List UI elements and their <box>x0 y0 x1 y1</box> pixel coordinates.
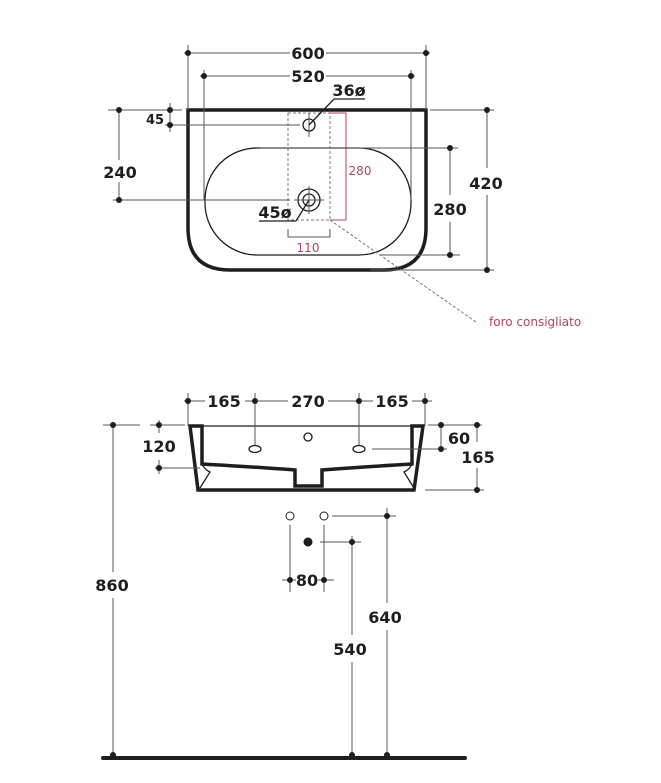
dim-waste-height: 540 <box>333 640 366 659</box>
overflow-right <box>352 444 366 454</box>
recommended-zone-width-label: 110 <box>297 241 320 255</box>
recommended-zone-height-label: 280 <box>349 164 372 178</box>
dim-overflow-height: 120 <box>142 437 175 456</box>
dim-width-outer: 600 <box>291 44 324 63</box>
recommended-zone-width-line <box>287 229 331 238</box>
dim-drain-offset: 240 <box>103 163 136 182</box>
recommended-zone-height-line <box>330 112 347 221</box>
waste-outlet <box>303 537 313 547</box>
basin-outline-side <box>188 424 426 492</box>
dim-center-spacing: 270 <box>291 392 324 411</box>
top-view: 280 110 600 520 36ø 45ø 45 240 280 420 <box>103 44 581 329</box>
dim-supply-spacing: 80 <box>296 571 318 590</box>
dim-overflow-from-top: 60 <box>448 429 470 448</box>
dim-rim-height: 860 <box>95 576 128 595</box>
dim-drain-hole: 45ø <box>258 203 291 222</box>
dim-left-spacing: 165 <box>207 392 240 411</box>
recommended-hole-label: foro consigliato <box>489 315 581 329</box>
dim-width-inner: 520 <box>291 67 324 86</box>
dim-overall-depth: 420 <box>469 174 502 193</box>
dim-basin-depth: 280 <box>433 200 466 219</box>
side-view: 165 270 165 120 60 165 860 80 640 540 <box>95 392 495 760</box>
dim-total-height: 165 <box>461 448 494 467</box>
dim-tap-offset: 45 <box>146 113 164 128</box>
supply-right <box>319 511 329 521</box>
supply-left <box>285 511 295 521</box>
overflow-left <box>248 444 262 454</box>
dim-supply-height: 640 <box>368 608 401 627</box>
dim-right-spacing: 165 <box>375 392 408 411</box>
dim-tap-hole: 36ø <box>332 81 365 100</box>
